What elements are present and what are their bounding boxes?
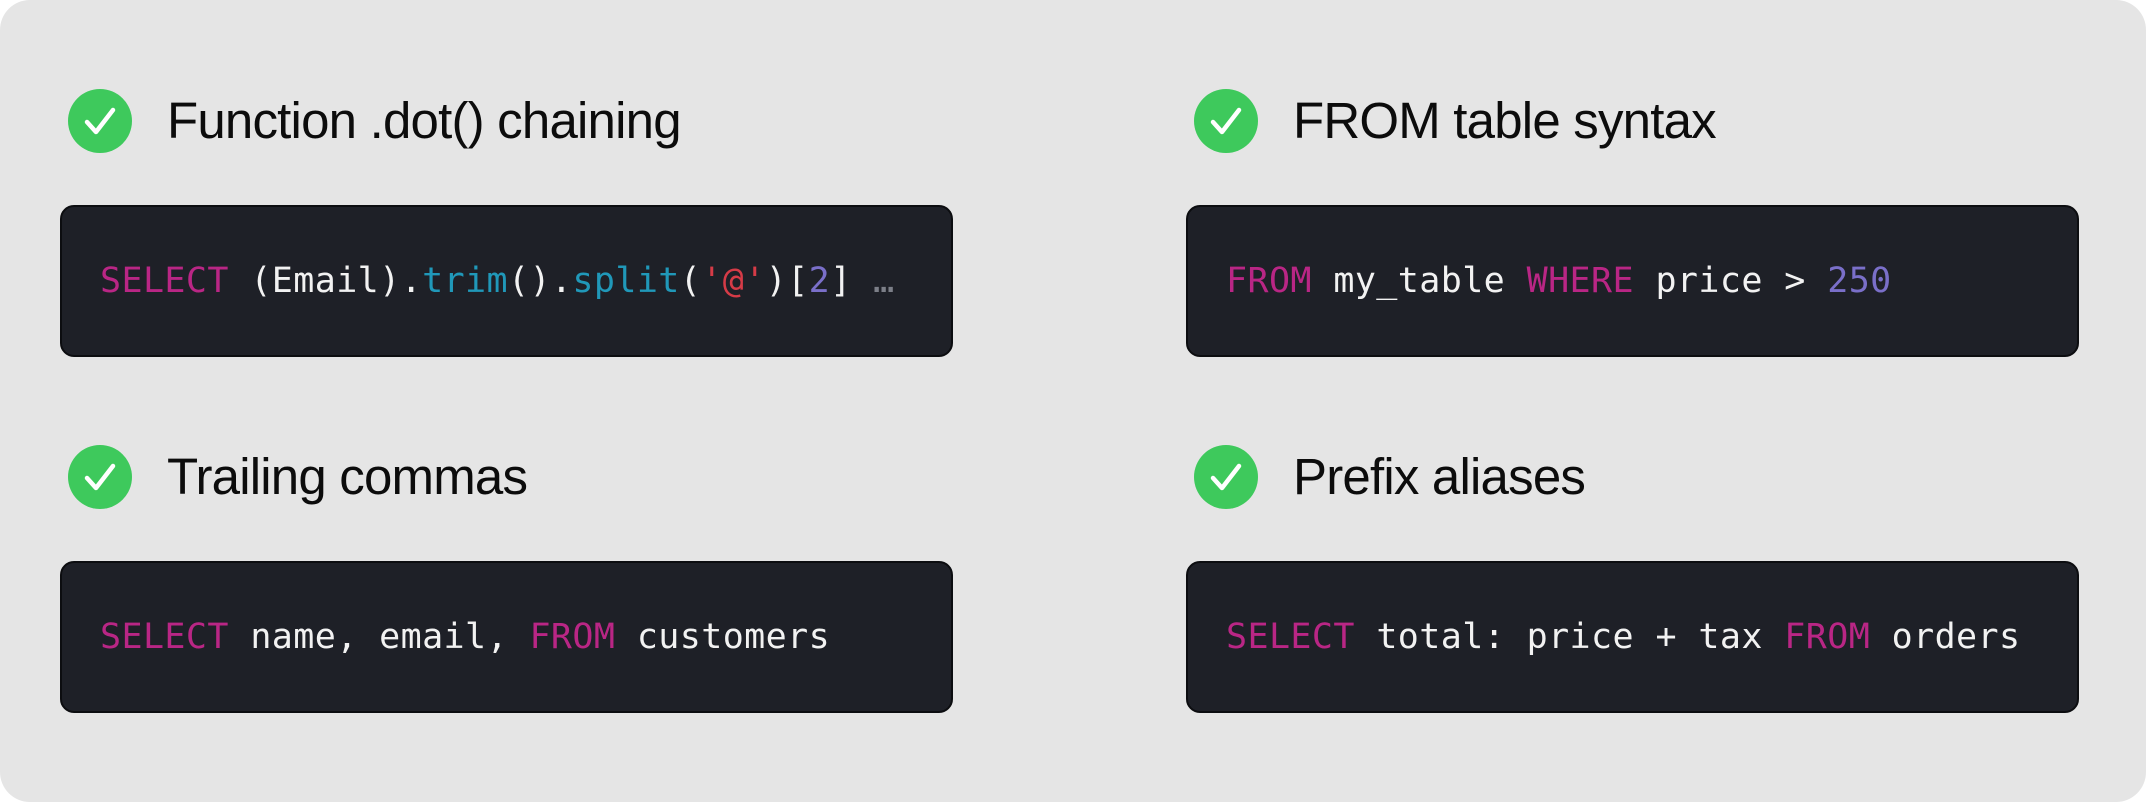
code-text: (). — [507, 261, 573, 301]
code-text: total: price + tax — [1354, 617, 1785, 657]
number-literal: 250 — [1827, 261, 1892, 301]
checkmark-icon — [1210, 463, 1242, 491]
checkmark-icon — [1210, 107, 1242, 135]
code-snippet: SELECT (Email).trim().split('@')[2] … — [60, 205, 953, 357]
checkmark-icon — [84, 107, 116, 135]
code-text: (Email). — [228, 261, 423, 301]
code-text: orders — [1870, 617, 2021, 657]
check-circle-icon — [1194, 445, 1258, 509]
code-line: SELECT (Email).trim().split('@')[2] … — [100, 207, 895, 355]
feature-title: FROM table syntax — [1293, 92, 1717, 149]
code-text: )[ — [765, 261, 809, 301]
function-name: trim — [422, 261, 508, 301]
sql-keyword: SELECT — [100, 261, 229, 301]
code-snippet: FROM my_table WHERE price > 250 — [1186, 205, 2079, 357]
feature-header: FROM table syntax — [1186, 89, 2082, 153]
sql-keyword: SELECT — [100, 617, 229, 657]
check-circle-icon — [1194, 89, 1258, 153]
code-line: SELECT total: price + tax FROM orders — [1226, 563, 2020, 711]
sql-keyword: WHERE — [1526, 261, 1634, 301]
check-circle-icon — [68, 89, 132, 153]
number-literal: 2 — [808, 261, 831, 301]
code-text: ] — [830, 261, 852, 301]
code-line: SELECT name, email, FROM customers — [100, 563, 830, 711]
code-text: price > — [1633, 261, 1828, 301]
feature-header: Trailing commas — [60, 445, 956, 509]
feature-title: Prefix aliases — [1293, 448, 1586, 505]
feature-header: Prefix aliases — [1186, 445, 2082, 509]
feature-header: Function .dot() chaining — [60, 89, 956, 153]
checkmark-icon — [84, 463, 116, 491]
code-snippet: SELECT name, email, FROM customers — [60, 561, 953, 713]
sql-keyword: FROM — [529, 617, 616, 657]
code-text: customers — [615, 617, 831, 657]
ellipsis: … — [851, 261, 895, 301]
code-snippet: SELECT total: price + tax FROM orders — [1186, 561, 2079, 713]
feature-title: Trailing commas — [167, 448, 528, 505]
feature-title: Function .dot() chaining — [167, 92, 682, 149]
code-text: name, email, — [228, 617, 530, 657]
sql-keyword: SELECT — [1226, 617, 1355, 657]
sql-keyword: FROM — [1226, 261, 1312, 301]
sql-keyword: FROM — [1784, 617, 1871, 657]
code-text: ( — [679, 261, 702, 301]
check-circle-icon — [68, 445, 132, 509]
code-line: FROM my_table WHERE price > 250 — [1226, 207, 1892, 355]
code-text: my_table — [1311, 261, 1527, 301]
function-name: split — [572, 261, 680, 301]
string-literal: '@' — [701, 261, 766, 301]
